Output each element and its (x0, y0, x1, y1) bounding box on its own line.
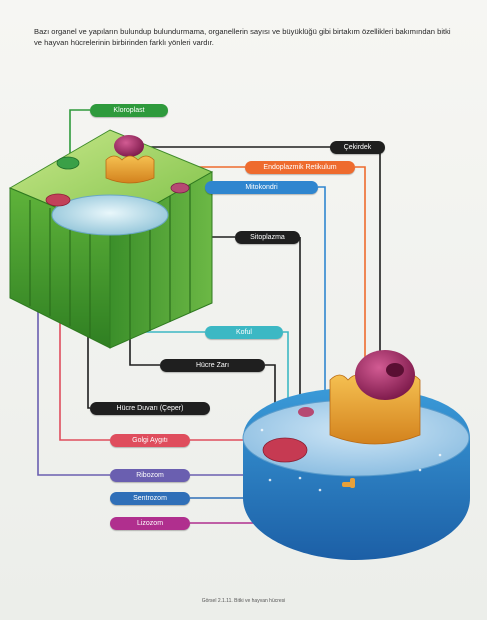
line-koful-animal (283, 331, 289, 410)
label-mitokondri: Mitokondri (205, 181, 318, 194)
vacuole (51, 194, 169, 236)
line-er-animal (355, 166, 366, 400)
label-golgi-aygiti: Golgi Aygıtı (110, 434, 190, 447)
label-hucre-zari: Hücre Zarı (160, 359, 265, 372)
line-cekirdek-animal (330, 146, 381, 370)
label-hucre-duvari: Hücre Duvarı (Çeper) (90, 402, 210, 415)
label-endoplazmik-retikulum: Endoplazmik Retikulum (245, 161, 355, 174)
label-sentrozom: Sentrozom (110, 492, 190, 505)
intro-text: Bazı organel ve yapıların bulundup bulun… (34, 27, 451, 47)
line-mito-animal (318, 186, 326, 420)
animal-mito (298, 407, 314, 417)
chloroplast (56, 156, 80, 170)
figure-caption: Görsel 2.1.11. Bitki ve hayvan hücresi (201, 598, 286, 604)
line-zar-animal (265, 364, 276, 410)
plant-er (105, 155, 155, 184)
label-koful: Koful (205, 326, 283, 339)
plant-cell (8, 129, 214, 349)
animal-nucleus (355, 350, 415, 400)
label-cekirdek: Çekirdek (330, 141, 385, 154)
label-kloroplast: Kloroplast (90, 104, 168, 117)
label-sitoplazma: Sitoplazma (235, 231, 300, 244)
line-kloroplast (69, 109, 90, 160)
label-ribozom: Ribozom (110, 469, 190, 482)
centrosome (342, 478, 355, 488)
animal-golgi (262, 437, 308, 463)
animal-cell (242, 350, 470, 560)
plant-nucleus (114, 135, 144, 157)
label-lizozom: Lizozom (110, 517, 190, 530)
